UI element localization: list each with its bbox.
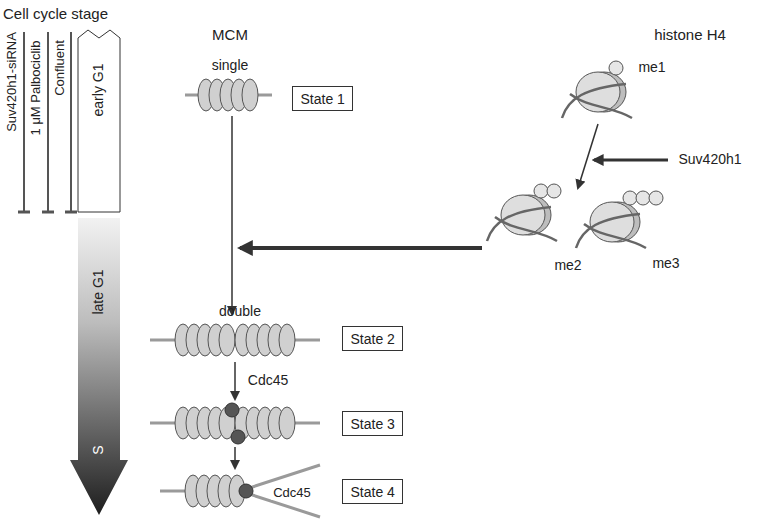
stage-label: Suv420h1-siRNA xyxy=(5,32,19,132)
text-label: single xyxy=(212,58,249,73)
stage-label: Confluent xyxy=(53,40,67,96)
mcm-hexamer xyxy=(185,475,245,507)
mcm-hexamer xyxy=(235,324,295,356)
nucleosome xyxy=(576,191,663,248)
stage-label: late G1 xyxy=(91,269,106,314)
state-box: State 3 xyxy=(342,411,403,436)
state-box: State 2 xyxy=(342,326,403,351)
replication-fork xyxy=(240,465,320,517)
text-label: me1 xyxy=(638,60,665,75)
state-box: State 1 xyxy=(292,86,353,111)
inhibition-bar xyxy=(65,211,77,214)
stage-label: S xyxy=(91,445,106,454)
text-label: me3 xyxy=(652,256,679,271)
inhibition-line xyxy=(23,32,25,212)
state-arrow xyxy=(231,116,233,314)
cdc45-sphere xyxy=(225,403,239,417)
inhibition-line xyxy=(70,32,72,212)
cycle-arrow xyxy=(70,218,128,515)
enzyme-arrow xyxy=(594,159,668,162)
state-label: State 4 xyxy=(351,484,394,501)
methylation-arrow xyxy=(578,124,598,188)
stage-label: 1 μM Palbociclib xyxy=(29,41,43,136)
nucleosome xyxy=(562,61,632,118)
early-g1-bar xyxy=(78,30,120,212)
text-label: Suv420h1 xyxy=(678,152,741,167)
state-label: State 1 xyxy=(301,91,344,108)
state-arrow xyxy=(234,447,236,468)
text-label: MCM xyxy=(212,27,248,44)
nucleosome xyxy=(487,184,561,241)
inhibition-bar xyxy=(18,211,30,214)
state-label: State 3 xyxy=(351,416,394,433)
stage-label: early G1 xyxy=(91,64,106,117)
cdc45-sphere xyxy=(231,430,245,444)
promotion-arrow xyxy=(240,246,482,250)
inhibition-bar xyxy=(42,211,54,214)
text-label: Cdc45 xyxy=(248,373,288,388)
text-label: double xyxy=(219,304,261,319)
text-label: Cell cycle stage xyxy=(3,6,108,23)
text-label: histone H4 xyxy=(654,27,726,44)
state-box: State 4 xyxy=(342,479,403,504)
cdc45-sphere xyxy=(239,484,253,498)
inhibition-line xyxy=(47,32,49,212)
text-label: me2 xyxy=(554,258,581,273)
state-label: State 2 xyxy=(351,331,394,348)
mcm-hexamer xyxy=(198,79,258,111)
state-arrow xyxy=(234,362,236,399)
mcm-hexamer xyxy=(175,324,235,356)
text-label: Cdc45 xyxy=(271,486,313,500)
